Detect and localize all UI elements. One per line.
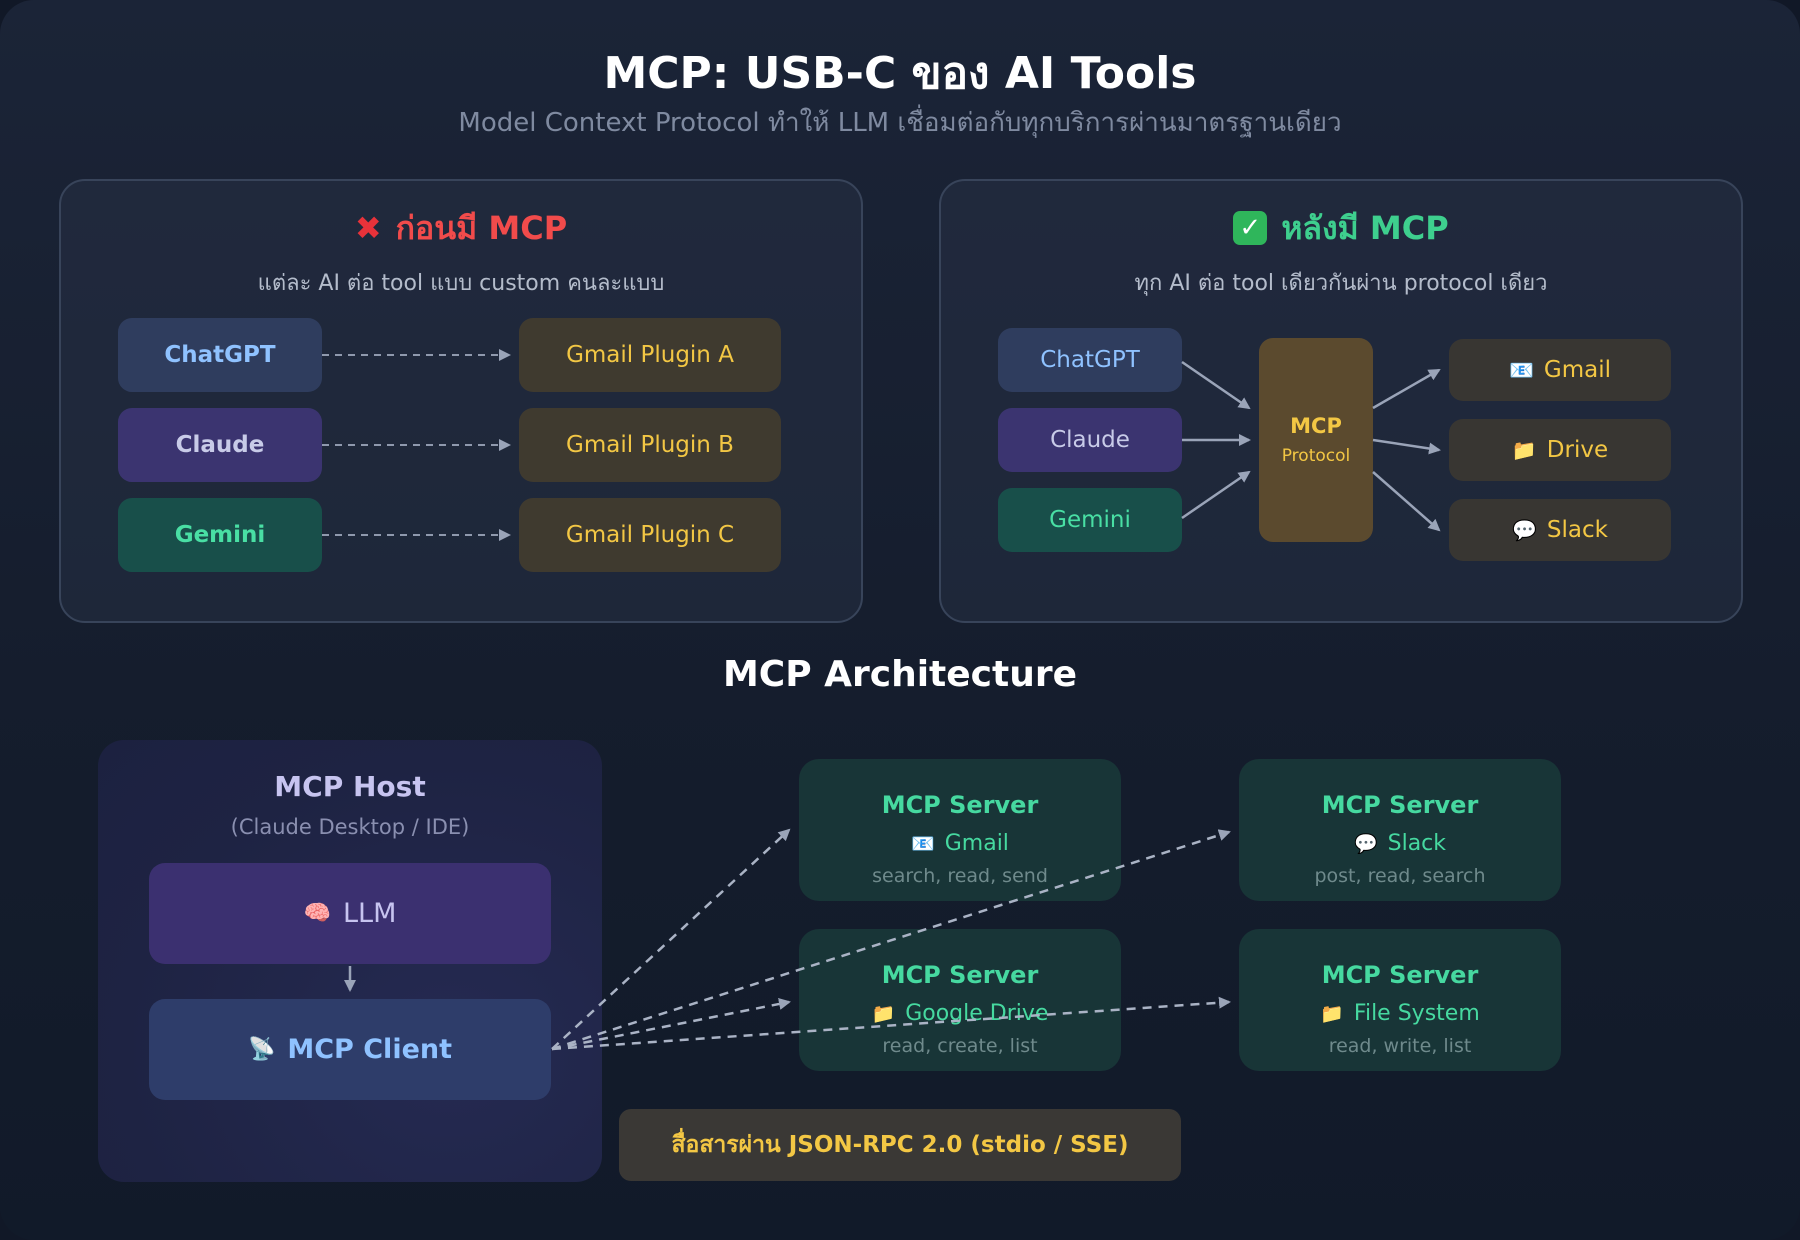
before-title-text: ก่อนมี MCP bbox=[395, 209, 568, 247]
server-name: 📁 Google Drive bbox=[799, 1001, 1121, 1026]
service-drive-label: Drive bbox=[1546, 437, 1609, 463]
before-panel-subtitle: แต่ละ AI ต่อ tool แบบ custom คนละแบบ bbox=[257, 271, 665, 296]
service-drive: 📁 Drive bbox=[1449, 419, 1671, 481]
server-name: 💬 Slack bbox=[1239, 831, 1561, 856]
mcp-hub-label: MCP bbox=[1290, 414, 1342, 438]
service-gmail-label: Gmail bbox=[1543, 357, 1611, 383]
speech-bubble-icon: 💬 bbox=[1353, 833, 1378, 855]
envelope-icon: 📧 bbox=[1508, 358, 1534, 382]
service-gmail: 📧 Gmail bbox=[1449, 339, 1671, 401]
satellite-dish-icon: 📡 bbox=[247, 1037, 276, 1062]
server-operations: post, read, search bbox=[1314, 865, 1486, 887]
page-title: MCP: USB-C ของ AI Tools bbox=[603, 48, 1197, 99]
server-operations: read, write, list bbox=[1328, 1035, 1472, 1057]
llm-box: 🧠 LLM bbox=[149, 863, 551, 964]
cross-mark-icon: ✖ bbox=[354, 209, 382, 247]
service-slack: 💬 Slack bbox=[1449, 499, 1671, 561]
brain-icon: 🧠 bbox=[303, 901, 331, 926]
gmail-plugin-a: Gmail Plugin A bbox=[519, 318, 781, 392]
envelope-icon: 📧 bbox=[911, 833, 935, 855]
service-slack-label: Slack bbox=[1546, 517, 1608, 543]
before-client-claude: Claude bbox=[118, 408, 322, 482]
before-client-gemini: Gemini bbox=[118, 498, 322, 572]
mcp-server-gmail: MCP Server 📧 Gmail search, read, send bbox=[799, 759, 1121, 901]
after-panel-title: ✓ หลังมี MCP bbox=[941, 203, 1741, 254]
gmail-plugin-c: Gmail Plugin C bbox=[519, 498, 781, 572]
transport-note: สื่อสารผ่าน JSON-RPC 2.0 (stdio / SSE) bbox=[619, 1109, 1181, 1181]
gmail-plugin-b: Gmail Plugin B bbox=[519, 408, 781, 482]
server-title: MCP Server bbox=[1321, 961, 1479, 989]
folder-icon: 📁 bbox=[1511, 438, 1537, 462]
check-mark-icon: ✓ bbox=[1233, 211, 1268, 245]
server-title: MCP Server bbox=[1321, 791, 1479, 819]
folder-icon: 📁 bbox=[1320, 1003, 1344, 1025]
server-name: 📁 File System bbox=[1239, 1001, 1561, 1026]
before-client-chatgpt: ChatGPT bbox=[118, 318, 322, 392]
architecture-title: MCP Architecture bbox=[722, 654, 1078, 695]
server-operations: read, create, list bbox=[882, 1035, 1038, 1057]
after-client-gemini: Gemini bbox=[998, 488, 1182, 552]
server-name-text: Gmail bbox=[944, 831, 1009, 856]
server-operations: search, read, send bbox=[872, 865, 1048, 887]
page-subtitle: Model Context Protocol ทำให้ LLM เชื่อมต… bbox=[458, 108, 1342, 138]
after-title-text: หลังมี MCP bbox=[1281, 209, 1449, 247]
server-title: MCP Server bbox=[881, 791, 1039, 819]
mcp-protocol-hub: MCP Protocol bbox=[1259, 338, 1373, 542]
after-panel-subtitle: ทุก AI ต่อ tool เดียวกันผ่าน protocol เด… bbox=[1134, 271, 1548, 296]
host-subtitle: (Claude Desktop / IDE) bbox=[230, 815, 470, 839]
mcp-server-google-drive: MCP Server 📁 Google Drive read, create, l… bbox=[799, 929, 1121, 1071]
after-client-claude: Claude bbox=[998, 408, 1182, 472]
after-client-chatgpt: ChatGPT bbox=[998, 328, 1182, 392]
folder-icon: 📁 bbox=[871, 1003, 896, 1025]
mcp-server-file-system: MCP Server 📁 File System read, write, lis… bbox=[1239, 929, 1561, 1071]
mcp-client-box: 📡 MCP Client bbox=[149, 999, 551, 1100]
mcp-server-slack: MCP Server 💬 Slack post, read, search bbox=[1239, 759, 1561, 901]
before-panel-title: ✖ ก่อนมี MCP bbox=[61, 203, 861, 254]
mcp-client-label: MCP Client bbox=[287, 1034, 453, 1065]
speech-bubble-icon: 💬 bbox=[1512, 518, 1537, 542]
server-name-text: Google Drive bbox=[905, 1001, 1049, 1026]
host-title: MCP Host bbox=[274, 770, 426, 803]
llm-label: LLM bbox=[343, 898, 397, 929]
server-title: MCP Server bbox=[881, 961, 1039, 989]
server-name-text: Slack bbox=[1387, 831, 1447, 856]
server-name-text: File System bbox=[1353, 1001, 1480, 1026]
protocol-hub-label: Protocol bbox=[1281, 446, 1351, 466]
server-name: 📧 Gmail bbox=[799, 831, 1121, 856]
